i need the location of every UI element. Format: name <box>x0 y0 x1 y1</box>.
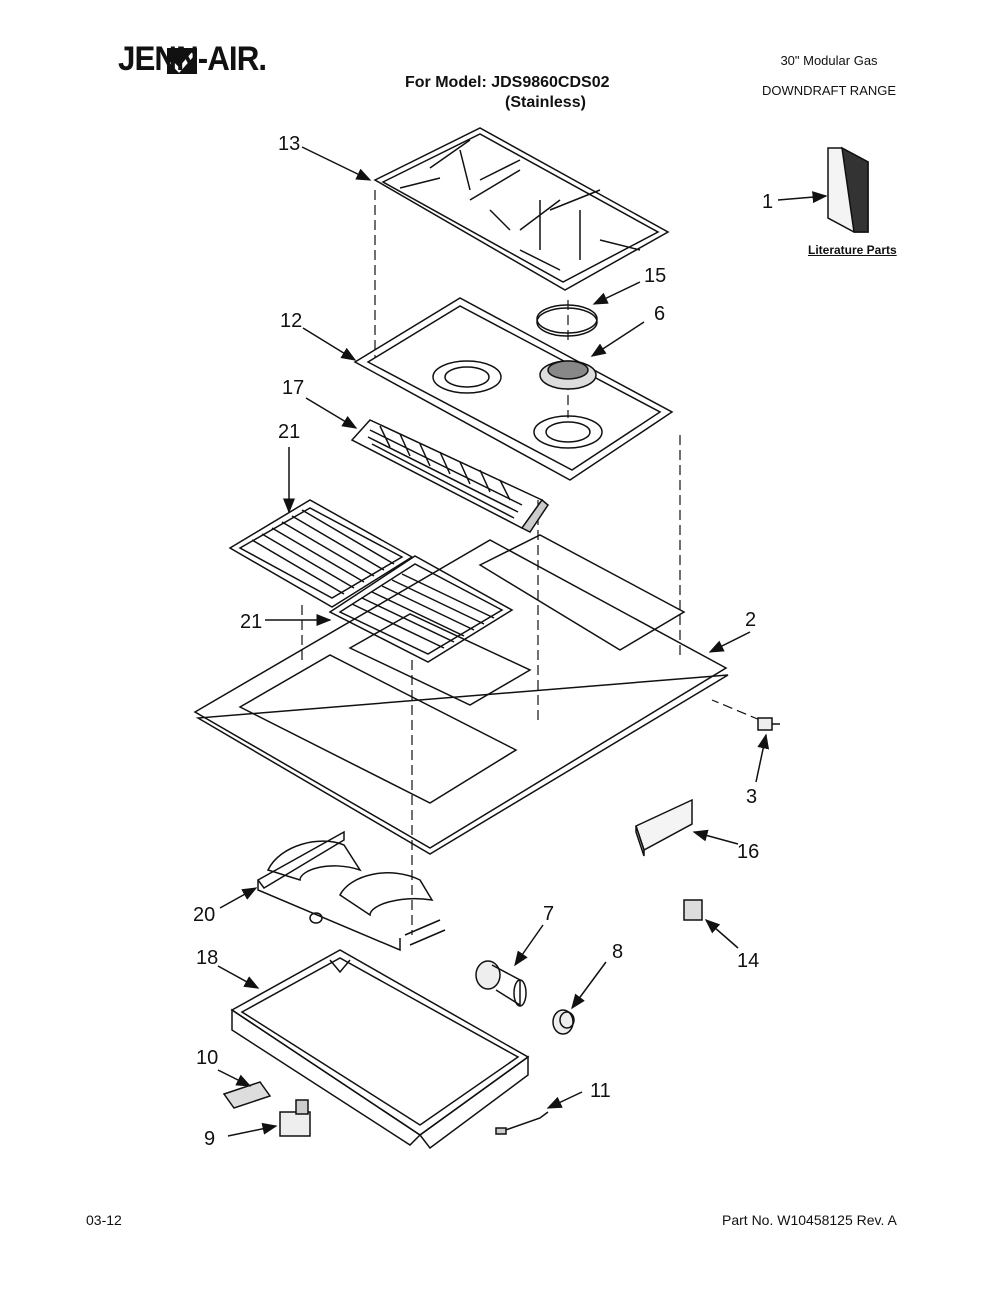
model-finish: (Stainless) <box>505 94 586 111</box>
callout-11: 11 <box>590 1080 611 1102</box>
callout-20: 20 <box>193 904 215 926</box>
callout-18: 18 <box>196 947 218 969</box>
valve-part <box>475 960 527 1007</box>
callout-3: 3 <box>746 786 757 808</box>
wire-part <box>495 1111 549 1135</box>
callout-13: 13 <box>278 133 300 155</box>
callout-8: 8 <box>612 941 623 963</box>
brand-name: JENN-AIR. <box>118 40 267 78</box>
model-number: For Model: JDS9860CDS02 <box>405 74 610 91</box>
callout-21-bottom: 21 <box>240 611 262 633</box>
callout-12: 12 <box>280 310 302 332</box>
model-info: For Model: JDS9860CDS02 (Stainless) <box>405 73 610 113</box>
grill-burner-part <box>256 830 446 952</box>
cooktop-frame-part <box>193 534 729 855</box>
callout-2: 2 <box>745 609 756 631</box>
product-description: 30" Modular Gas DOWNDRAFT RANGE <box>755 46 903 106</box>
knob-part <box>552 1009 575 1035</box>
callout-15: 15 <box>644 265 666 287</box>
callout-21-top: 21 <box>278 421 300 443</box>
callout-1: 1 <box>762 191 773 213</box>
callout-17: 17 <box>282 377 304 399</box>
screw-part <box>757 717 780 731</box>
revision-date: 03-12 <box>86 1212 122 1228</box>
product-line-1: 30" Modular Gas <box>780 53 878 68</box>
callout-numbers: 13 1 15 6 12 17 21 21 2 3 16 7 8 14 20 1… <box>193 133 773 1150</box>
grill-rack-right-part <box>328 555 514 663</box>
product-line-2: DOWNDRAFT RANGE <box>761 83 897 98</box>
callout-9: 9 <box>204 1128 215 1150</box>
label-part <box>222 1081 272 1109</box>
callout-10: 10 <box>196 1047 218 1069</box>
bracket-part <box>635 798 693 857</box>
callout-16: 16 <box>737 841 759 863</box>
grill-grate-part <box>350 419 549 533</box>
burner-cap-part <box>536 307 598 337</box>
part-number: Part No. W10458125 Rev. A <box>722 1212 897 1228</box>
literature-booklet-part <box>827 146 869 233</box>
grill-box-part <box>230 949 530 1150</box>
callout-14: 14 <box>737 950 759 972</box>
burner-pan-part <box>353 297 674 481</box>
grill-rack-left-part <box>228 499 414 608</box>
burner-head-part <box>539 360 597 390</box>
callout-6: 6 <box>654 303 665 325</box>
jenn-air-logo-icon <box>167 48 197 74</box>
grate-part <box>373 127 670 291</box>
igniter-part <box>279 1099 311 1137</box>
literature-parts-label: Literature Parts <box>808 243 897 257</box>
callout-7: 7 <box>543 903 554 925</box>
clip-part <box>683 899 703 921</box>
